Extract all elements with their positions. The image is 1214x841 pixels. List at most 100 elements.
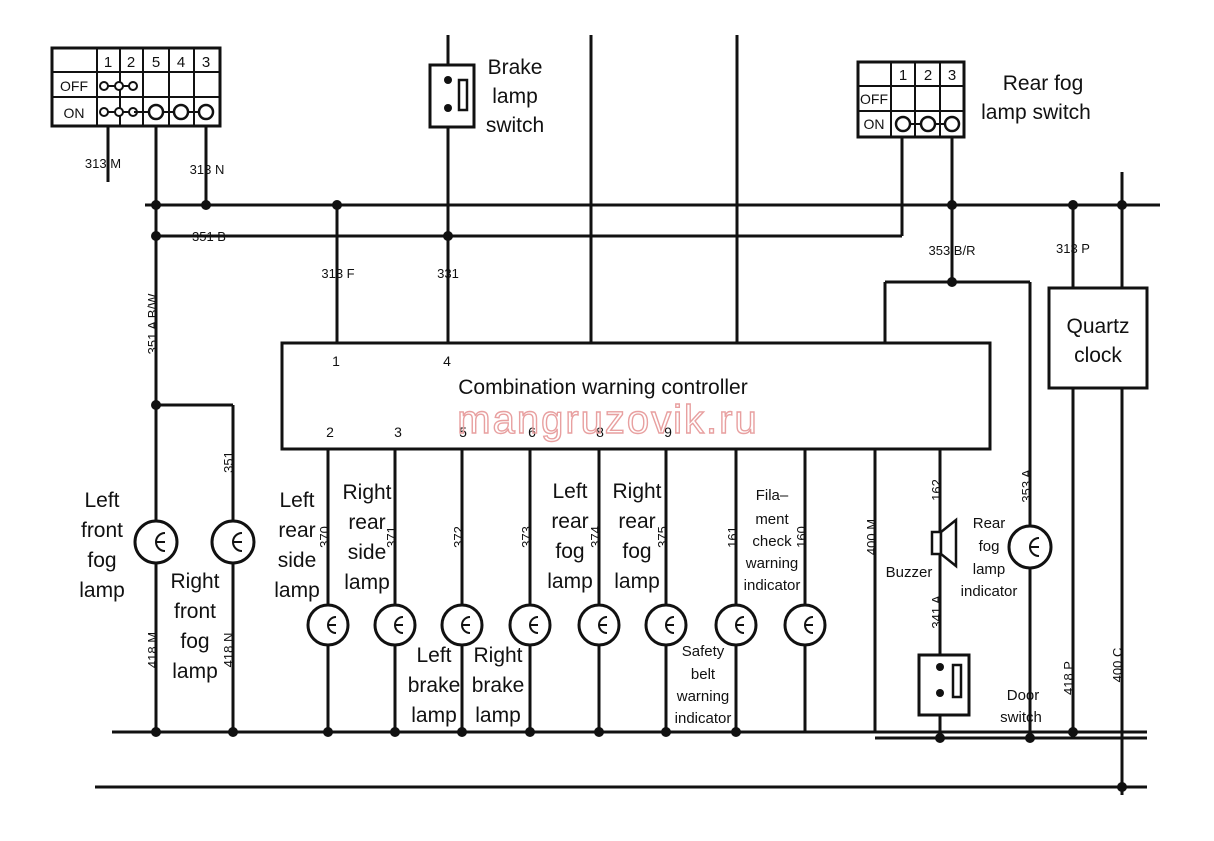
combination-warning-controller	[280, 341, 992, 451]
rear-switch-off-label: OFF	[860, 91, 888, 107]
fog-lamp-switch-table: 1 2 5 4 3 OFF ON	[50, 46, 222, 128]
switch-col-4: 4	[177, 54, 185, 71]
wire-353a: 353 A	[1019, 469, 1034, 503]
left-front-fog-label-2: front	[81, 519, 123, 542]
left-rear-side-label-2: rear	[278, 519, 315, 542]
right-brake-label-3: lamp	[475, 704, 521, 727]
rear-fog-indicator-label-4: indicator	[961, 583, 1018, 600]
right-rear-fog-label-2: rear	[618, 510, 655, 533]
left-rear-fog-label-4: lamp	[547, 570, 593, 593]
door-switch-label-2: switch	[1000, 709, 1042, 726]
left-rear-side-lamp	[306, 603, 350, 647]
brake-switch-label-2: lamp	[492, 85, 538, 108]
filament-label-2: ment	[755, 511, 789, 528]
right-brake-label-1: Right	[473, 644, 522, 667]
switch-col-1: 1	[104, 54, 112, 71]
ground-dots	[323, 727, 1035, 743]
safety-belt-label-4: indicator	[675, 710, 732, 727]
right-rear-fog-label-1: Right	[612, 480, 661, 503]
switch-off-label: OFF	[60, 78, 88, 94]
wire-313f: 313 F	[321, 266, 354, 281]
wire-351: 351	[221, 451, 236, 473]
left-rear-fog-lamp	[577, 603, 621, 647]
left-rear-side-label-1: Left	[279, 489, 314, 512]
wire-400m: 400 M	[864, 519, 879, 555]
right-front-fog-lamp	[210, 519, 256, 565]
wire-418m: 418 M	[145, 632, 160, 668]
brake-switch-label-1: Brake	[488, 56, 543, 79]
brake-switch-label-3: switch	[486, 114, 544, 137]
pin-1: 1	[332, 353, 340, 369]
brake-lamp-switch	[428, 35, 476, 129]
rear-fog-switch-table: 1 2 3 OFF ON	[856, 60, 966, 139]
right-rear-fog-label-3: fog	[622, 540, 651, 563]
door-switch	[917, 653, 971, 738]
left-brake-label-1: Left	[416, 644, 451, 667]
rear-fog-switch-label-1: Rear fog	[1003, 72, 1084, 95]
filament-label-4: warning	[745, 555, 799, 572]
pin-8: 8	[596, 424, 604, 440]
wire-162: 162	[929, 479, 944, 501]
rear-switch-on-label: ON	[864, 116, 885, 132]
pin-9: 9	[664, 424, 672, 440]
right-rear-side-label-1: Right	[342, 481, 391, 504]
safety-belt-label-3: warning	[676, 688, 730, 705]
pin-2: 2	[326, 424, 334, 440]
wire-418p: 418 P	[1061, 661, 1076, 695]
right-brake-lamp	[508, 603, 552, 647]
wire-371: 371	[384, 526, 399, 548]
wire-351abw: 351 A B/W	[145, 293, 160, 354]
buzzer	[930, 470, 958, 655]
left-rear-fog-label-1: Left	[552, 480, 587, 503]
controller-output-wires	[326, 449, 942, 732]
left-brake-label-2: brake	[408, 674, 461, 697]
rear-switch-col-1: 1	[899, 67, 907, 84]
left-brake-label-3: lamp	[411, 704, 457, 727]
quartz-label-2: clock	[1074, 344, 1122, 367]
right-front-fog-label-2: front	[174, 600, 216, 623]
switch-col-2: 2	[127, 54, 135, 71]
right-front-fog-label-3: fog	[180, 630, 209, 653]
right-rear-side-lamp	[373, 603, 417, 647]
left-rear-side-label-4: lamp	[274, 579, 320, 602]
left-front-fog-label-4: lamp	[79, 579, 125, 602]
pin-6: 6	[528, 424, 536, 440]
wire-313m: 313 M	[85, 156, 121, 171]
quartz-label-1: Quartz	[1066, 315, 1129, 338]
safety-belt-indicator-lamp	[714, 603, 758, 647]
safety-belt-label-2: belt	[691, 666, 716, 683]
rear-fog-indicator-lamp	[1007, 524, 1053, 738]
left-rear-fog-label-3: fog	[555, 540, 584, 563]
wire-372: 372	[451, 526, 466, 548]
switch-col-5: 5	[152, 54, 160, 71]
wire-373: 373	[519, 526, 534, 548]
left-front-fog-label-1: Left	[84, 489, 119, 512]
left-front-fog-label-3: fog	[87, 549, 116, 572]
filament-label-5: indicator	[744, 577, 801, 594]
filament-label-3: check	[752, 533, 792, 550]
filament-label-1: Fila–	[756, 487, 789, 504]
right-front-fog-label-4: lamp	[172, 660, 218, 683]
wire-418n: 418 N	[221, 633, 236, 668]
wire-161: 161	[725, 526, 740, 548]
wire-313n: 313 N	[190, 162, 225, 177]
safety-belt-label-1: Safety	[682, 643, 725, 660]
right-brake-label-2: brake	[472, 674, 525, 697]
rear-fog-indicator-label-3: lamp	[973, 561, 1006, 578]
buzzer-label: Buzzer	[886, 564, 933, 581]
wire-160: 160	[794, 526, 809, 548]
wire-353br: 353 B/R	[929, 243, 976, 258]
pin-3: 3	[394, 424, 402, 440]
wire-400c: 400 C	[1110, 648, 1125, 683]
wire-374: 374	[588, 526, 603, 548]
rear-fog-switch-label-2: lamp switch	[981, 101, 1091, 124]
right-rear-fog-label-4: lamp	[614, 570, 660, 593]
switch-on-label: ON	[64, 105, 85, 121]
left-rear-fog-label-2: rear	[551, 510, 588, 533]
right-front-fog-label-1: Right	[170, 570, 219, 593]
door-switch-label-1: Door	[1007, 687, 1040, 704]
wire-313p: 313 P	[1056, 241, 1090, 256]
switch-col-3: 3	[202, 54, 210, 71]
left-rear-side-label-3: side	[278, 549, 317, 572]
